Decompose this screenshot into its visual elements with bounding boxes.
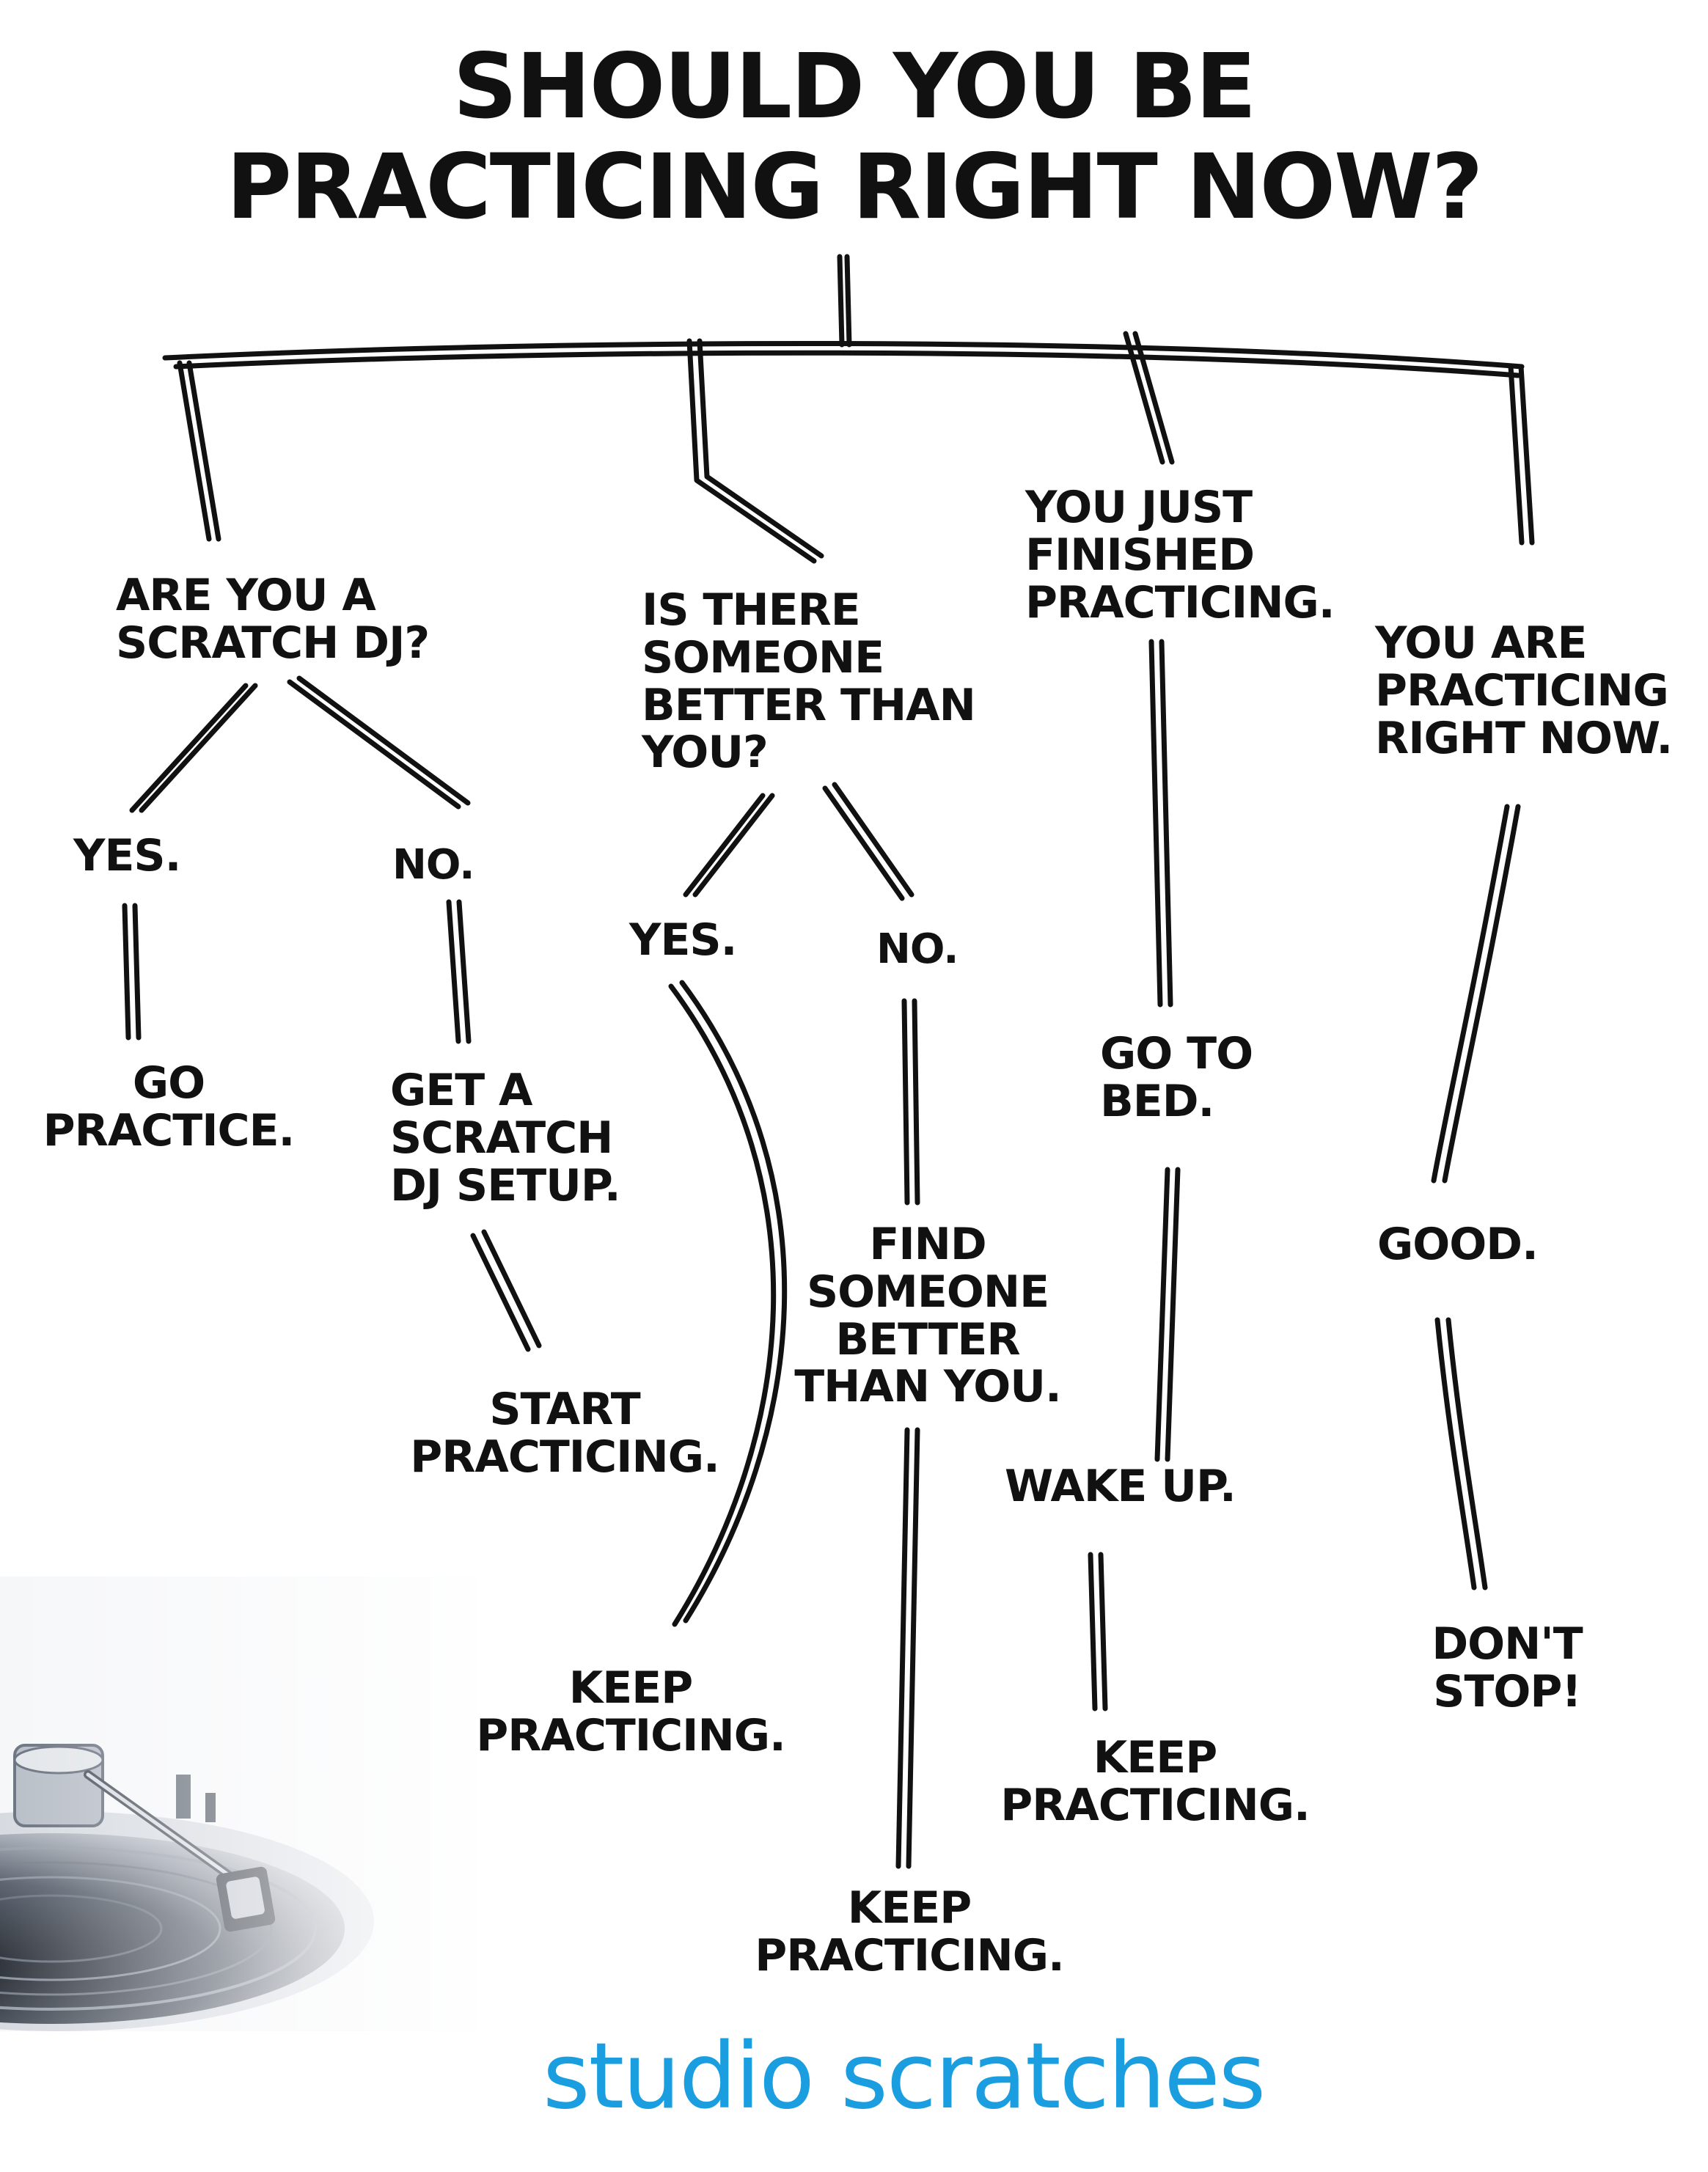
node-scratch-dj-question: ARE YOU A SCRATCH DJ? [116, 572, 429, 667]
connector-yes-to-keep-1 [671, 986, 774, 1624]
connector-wake-to-keep-3 [1091, 1555, 1095, 1709]
connector-yes-to-keep-1 [682, 983, 785, 1621]
node-better-no: NO. [876, 928, 959, 972]
connector-scratch-to-no [299, 678, 468, 803]
turntable-illustration [0, 1577, 477, 2031]
node-scratch-no: NO. [392, 843, 474, 887]
node-dont-stop: DON'T STOP! [1419, 1621, 1595, 1716]
node-go-to-bed: GO TO BED. [1100, 1030, 1253, 1126]
node-better-yes: YES. [629, 917, 736, 964]
connector-no-to-find [915, 1001, 917, 1203]
node-wake-up: WAKE UP. [1005, 1463, 1236, 1511]
connector-title-stem [840, 257, 842, 345]
connector-good-to-dont-stop [1437, 1320, 1474, 1588]
connector-title-stem [847, 257, 849, 345]
connector-branch-3 [1126, 334, 1162, 462]
connector-now-to-good [1434, 807, 1507, 1181]
connector-better-to-yes [695, 796, 772, 895]
node-practicing-now: YOU ARE PRACTICING RIGHT NOW. [1375, 620, 1672, 762]
connector-no-to-find [904, 1001, 907, 1203]
connector-no-to-setup [449, 902, 458, 1041]
node-good: GOOD. [1377, 1221, 1538, 1269]
connector-bed-to-wake [1168, 1170, 1178, 1459]
node-start-practicing: START PRACTICING. [396, 1386, 733, 1481]
connector-no-to-setup [459, 902, 469, 1041]
brand-logo-text: studio scratches [543, 2024, 1261, 2129]
connector-scratch-to-yes [132, 686, 246, 810]
connector-wake-to-keep-3 [1101, 1555, 1105, 1709]
page-title: SHOULD YOU BE PRACTICING RIGHT NOW? [0, 37, 1708, 237]
connector-now-to-good [1445, 807, 1518, 1181]
connector-find-to-keep-2 [909, 1430, 917, 1866]
connector-setup-to-start [473, 1236, 528, 1349]
connector-scratch-to-yes [142, 686, 255, 810]
connector-bed-to-wake [1157, 1170, 1168, 1459]
connector-better-to-no [835, 785, 912, 895]
node-keep-practicing-2: KEEP PRACTICING. [737, 1885, 1082, 1980]
node-find-someone: FIND SOMEONE BETTER THAN YOU. [785, 1221, 1071, 1411]
node-keep-practicing-3: KEEP PRACTICING. [979, 1734, 1331, 1830]
node-get-setup: GET A SCRATCH DJ SETUP. [390, 1067, 620, 1209]
connector-branch-3 [1135, 334, 1172, 462]
connector-setup-to-start [484, 1232, 539, 1346]
connector-find-to-keep-2 [898, 1430, 907, 1866]
connector-yes-to-go [135, 906, 139, 1038]
connector-finished-to-bed [1162, 642, 1170, 1005]
node-go-practice: GO PRACTICE. [15, 1060, 323, 1155]
connector-scratch-to-no [290, 682, 458, 807]
node-scratch-yes: YES. [73, 832, 180, 880]
connector-better-to-yes [686, 796, 763, 895]
node-keep-practicing-1: KEEP PRACTICING. [455, 1665, 807, 1760]
connector-finished-to-bed [1151, 642, 1160, 1005]
node-just-finished: YOU JUST FINISHED PRACTICING. [1025, 484, 1335, 626]
node-better-question: IS THERE SOMEONE BETTER THAN YOU? [642, 587, 975, 777]
connector-yes-to-go [125, 906, 128, 1038]
connector-better-to-no [825, 788, 902, 898]
